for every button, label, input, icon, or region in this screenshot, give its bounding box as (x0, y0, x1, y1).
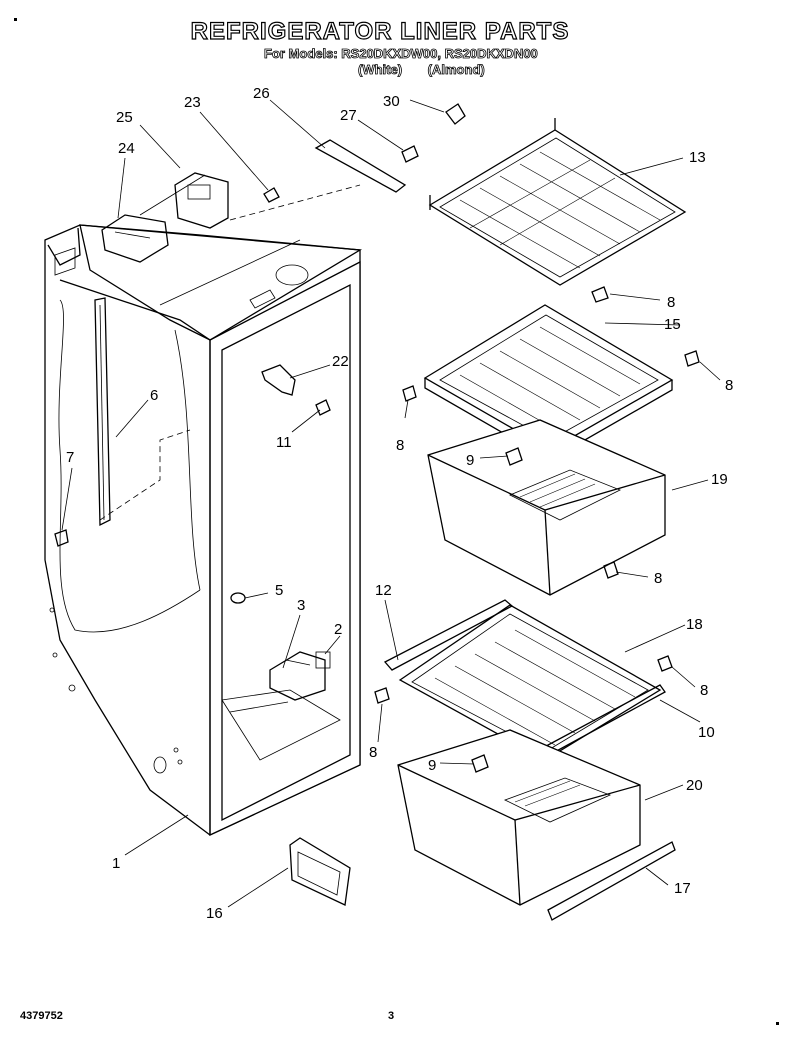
wire-shelf-13 (428, 118, 687, 286)
bracket-2-3 (269, 651, 331, 701)
glass-shelf-18 (383, 599, 666, 761)
leader-lines (61, 99, 721, 908)
part-30-clip (445, 103, 466, 125)
callout-8: 8 (700, 682, 708, 699)
light-housing-24-25 (101, 172, 229, 263)
callout-19: 19 (711, 471, 728, 488)
callout-23: 23 (184, 94, 201, 111)
callout-25: 25 (116, 109, 133, 126)
callout-16: 16 (206, 905, 223, 922)
cover-16 (289, 837, 351, 906)
callout-8: 8 (396, 437, 404, 454)
model-numbers: For Models: RS20DKXDW00, RS20DKXDN00 (264, 46, 539, 62)
callout-13: 13 (689, 149, 706, 166)
callout-24: 24 (118, 140, 135, 157)
callout-3: 3 (297, 597, 305, 614)
document-number: 4379752 (20, 1010, 63, 1022)
callout-11: 11 (276, 434, 292, 451)
callout-labels: 1 2 3 5 6 7 8 8 8 8 8 8 9 9 10 11 12 13 … (66, 85, 733, 922)
callout-30: 30 (383, 93, 400, 110)
callout-2: 2 (334, 621, 342, 638)
callout-6: 6 (150, 387, 158, 404)
callout-5: 5 (275, 582, 283, 599)
callout-26: 26 (253, 85, 270, 102)
callout-8: 8 (725, 377, 733, 394)
callout-17: 17 (674, 880, 691, 897)
callout-1: 1 (112, 855, 120, 872)
liner-cabinet (44, 224, 363, 837)
part-22-bracket (261, 364, 296, 396)
callout-8: 8 (654, 570, 662, 587)
callout-8: 8 (369, 744, 377, 761)
part-26-channel (314, 139, 407, 193)
callout-15: 15 (664, 316, 681, 333)
corner-mark (776, 1022, 779, 1025)
meat-drawer-20 (397, 729, 641, 906)
variant-almond: (Almond) (427, 62, 485, 78)
trim-17 (547, 841, 676, 921)
callout-8: 8 (667, 294, 675, 311)
callout-12: 12 (375, 582, 392, 599)
crisper-drawer-19 (427, 419, 666, 596)
page-title: REFRIGERATOR LINER PARTS (190, 17, 570, 45)
part-23-screw (263, 187, 280, 203)
corner-mark (14, 18, 17, 21)
callout-18: 18 (686, 616, 703, 633)
callout-9: 9 (428, 757, 436, 774)
part-27-screw (401, 145, 419, 163)
page-number: 3 (388, 1010, 395, 1022)
color-variants: (White) (Almond) (358, 62, 507, 78)
part-7-screw (54, 529, 69, 547)
part-11-screw (315, 399, 331, 416)
callout-20: 20 (686, 777, 703, 794)
variant-white: (White) (358, 62, 403, 78)
callout-10: 10 (698, 724, 715, 741)
callout-22: 22 (332, 353, 349, 370)
callout-27: 27 (340, 107, 357, 124)
callout-7: 7 (66, 449, 74, 466)
callout-9: 9 (466, 452, 474, 469)
